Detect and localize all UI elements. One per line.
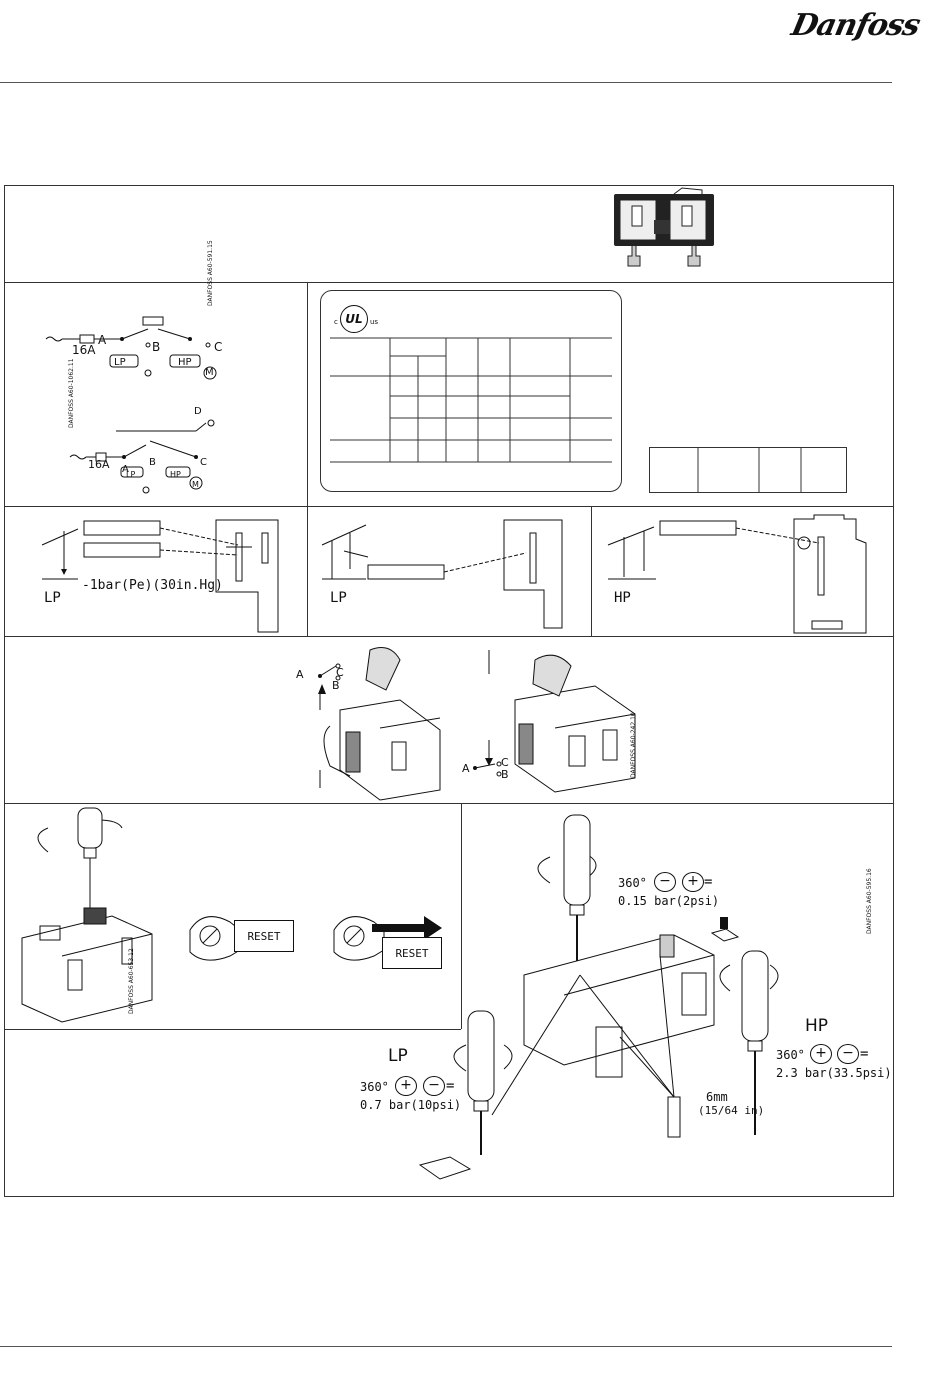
fuse-label-bottom: 16A	[88, 458, 110, 471]
plus-icon-hp: +	[810, 1044, 832, 1064]
terminal-a-bottom: A	[122, 464, 129, 475]
lp-setting-diagram-2	[321, 519, 563, 629]
equals-lp: =	[446, 1078, 455, 1094]
ul-rating-box	[320, 290, 622, 492]
test1-b: B	[332, 679, 340, 692]
manual-test-illustration-2	[473, 650, 636, 793]
plus-icon-top: +	[682, 872, 704, 892]
hp-label-top: HP	[178, 357, 192, 368]
terminal-c-bottom: C	[200, 457, 207, 468]
terminal-a-top: A	[98, 333, 107, 347]
hex-key-size: 6mm	[706, 1090, 728, 1104]
plus-icon-lp: +	[395, 1076, 417, 1096]
test2-a: A	[462, 762, 470, 775]
lp-value: 0.7 bar(10psi)	[360, 1098, 462, 1112]
lp-vacuum-note: -1bar(Pe)(30in.Hg)	[82, 578, 223, 593]
hex-key-size-inch: (15/64 in)	[698, 1104, 765, 1117]
test1-a: A	[296, 668, 304, 681]
hp-rotation: 360°	[776, 1048, 805, 1062]
footer-rule	[0, 1346, 892, 1347]
lp-adjust-label: LP	[388, 1046, 408, 1066]
test2-c: C	[501, 756, 509, 769]
terminal-b-bottom: B	[149, 457, 156, 468]
hp-adjust-label: HP	[805, 1016, 829, 1036]
contacts-drawing-code: DANFOSS A60-242.10	[630, 712, 637, 778]
instruction-frame	[4, 185, 894, 1197]
minus-icon-hp: −	[837, 1044, 859, 1064]
top-value: 0.15 bar(2psi)	[618, 894, 720, 908]
terminal-d-bottom: D	[194, 406, 202, 417]
reset-screwdriver-illustration	[21, 807, 153, 1023]
danfoss-logo: Danfoss	[788, 8, 923, 43]
reset-button-1[interactable]: RESET	[234, 920, 294, 952]
reset-knob-1	[189, 916, 241, 961]
minus-icon-top: −	[654, 872, 676, 892]
lp-label-top: LP	[114, 357, 126, 368]
motor-label-bottom: M	[192, 480, 199, 489]
top-rotation: 360°	[618, 876, 647, 890]
drawing-code-top: DANFOSS A60-591.15	[207, 240, 214, 306]
hp-value: 2.3 bar(33.5psi)	[776, 1066, 892, 1080]
motor-label-top: M	[205, 367, 214, 378]
drawing-code-bottom: DANFOSS A60-1062.11	[68, 358, 75, 428]
ul-us-mark: us	[370, 318, 379, 326]
lp-setting-diagram-1	[41, 519, 279, 633]
equals-hp: =	[860, 1046, 869, 1062]
wiring-diagram-top	[45, 316, 217, 380]
lp-label-1: LP	[44, 590, 61, 606]
lp-label-bottom: LP	[126, 470, 136, 479]
test1-c: C	[336, 666, 344, 679]
test2-b: B	[501, 768, 509, 781]
minus-icon-lp: −	[423, 1076, 445, 1096]
hp-setting-diagram	[607, 514, 867, 634]
wiring-diagram-bottom	[69, 419, 215, 494]
lp-rotation: 360°	[360, 1080, 389, 1094]
lp-label-2: LP	[330, 590, 347, 606]
adjust-illustration	[418, 814, 779, 1180]
ul-logo: UL	[340, 305, 368, 333]
ul-c-mark: c	[334, 318, 338, 326]
rating-table-right	[649, 447, 847, 493]
reset-knob-2	[333, 916, 442, 961]
ul-rating-table	[330, 337, 612, 463]
header-rule	[0, 82, 892, 83]
adjust-drawing-code: DANFOSS A60-595.16	[866, 868, 873, 934]
pressure-switch-image	[614, 187, 714, 267]
hp-label-bottom: HP	[170, 470, 181, 479]
fuse-label-top: 16A	[72, 343, 96, 357]
manual-test-illustration-1	[318, 647, 441, 801]
equals-top: =	[704, 874, 713, 890]
terminal-b-top: B	[152, 340, 161, 354]
reset-button-2[interactable]: RESET	[382, 937, 442, 969]
reset-drawing-code: DANFOSS A60-653.12	[128, 948, 135, 1014]
terminal-c-top: C	[214, 340, 223, 354]
hp-label: HP	[614, 590, 631, 606]
